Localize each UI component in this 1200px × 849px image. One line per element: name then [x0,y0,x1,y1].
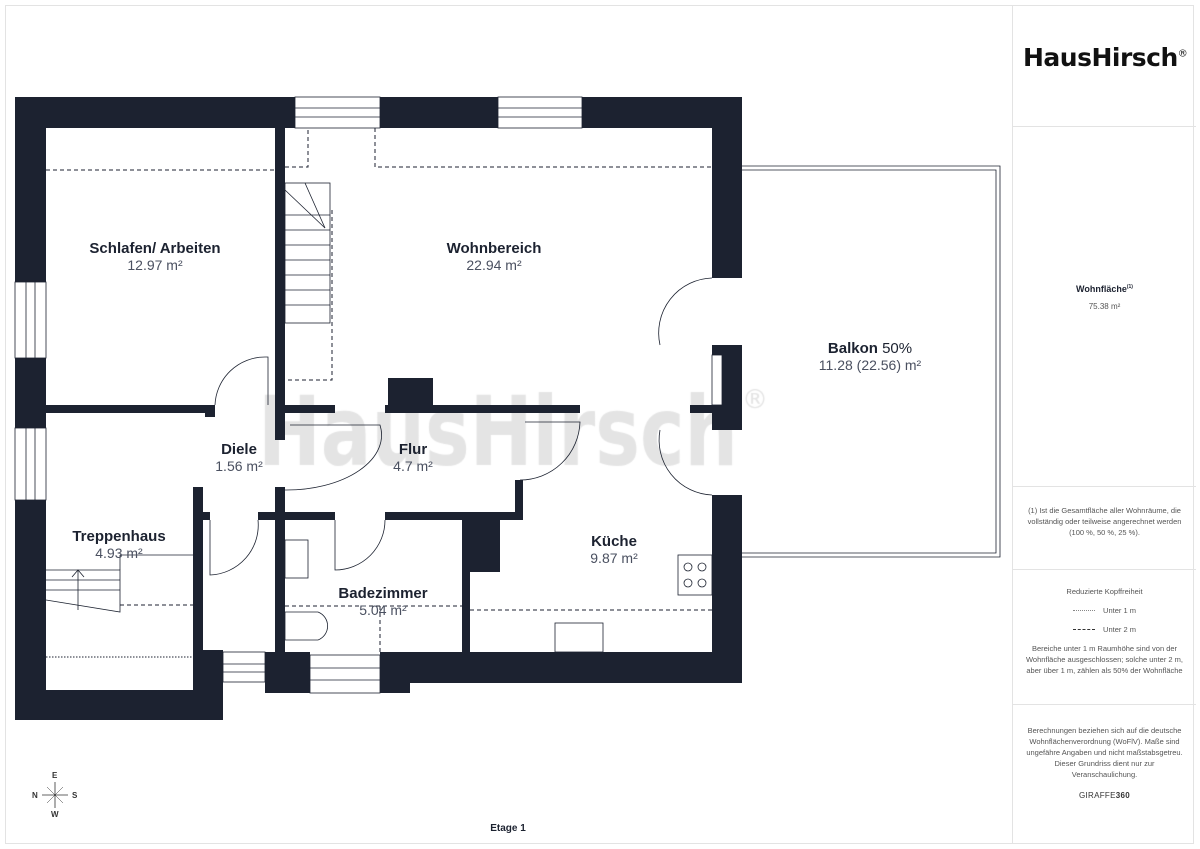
wall [193,487,203,657]
wall [385,405,580,413]
floor-label: Etage 1 [490,823,526,834]
info-panel: HausHirsch® Wohnfläche(1) 75.38 m² (1) I… [1012,5,1196,844]
wall-east [712,128,742,278]
walls [15,97,742,720]
room-label-balkon: Balkon 50%11.28 (22.56) m² [818,340,922,373]
wall [193,650,223,720]
wall [265,652,310,693]
living-area-value: 75.38 m² [1088,302,1121,311]
wall-south [410,652,742,683]
staircase-upper [284,182,331,324]
balcony-outline [742,165,1001,558]
legend-note: Bereiche unter 1 m Raumhöhe sind von der… [1025,644,1184,675]
legend-item-under-2m: Unter 2 m [1023,624,1186,635]
chimney [388,378,433,413]
height-lines-under-2m [46,128,712,652]
wall-south-west [15,690,223,720]
doors [209,277,713,576]
logo-section: HausHirsch® [1013,5,1196,127]
disclaimer-text: Berechnungen beziehen sich auf die deuts… [1026,726,1183,779]
wall [258,512,335,520]
wall [380,652,410,693]
fixtures [284,539,713,653]
wall [385,512,523,520]
wall-west [15,97,46,720]
legend-title: Reduzierte Kopffreiheit [1066,587,1143,596]
compass-n: N [32,791,38,800]
windows [14,96,723,694]
legend-section: Reduzierte Kopffreiheit Unter 1 m Unter … [1013,570,1196,705]
staircase-lower [45,554,193,613]
wall [193,512,210,520]
wall [46,405,215,413]
credit: GIRAFFE360 [1078,791,1131,800]
compass-w: W [51,810,59,819]
living-area-label: Wohnfläche(1) [1076,284,1133,294]
dashed-line-icon [1073,629,1096,630]
footnote-section: (1) Ist die Gesamtfläche aller Wohnräume… [1013,487,1196,570]
wall [275,487,285,655]
compass-s: S [72,791,78,800]
brand-logo: HausHirsch® [1023,43,1188,73]
summary-section: Wohnfläche(1) 75.38 m² [1013,127,1196,487]
wall [275,405,285,440]
wall [515,480,523,520]
disclaimer-section: Berechnungen beziehen sich auf die deuts… [1013,705,1196,844]
wall [462,512,470,654]
floor-plan [14,96,1001,808]
wall-east [712,495,742,683]
legend-item-under-1m: Unter 1 m [1023,605,1186,616]
compass-e: E [52,771,58,780]
wall [203,650,223,654]
compass-icon [42,782,68,808]
wall [275,128,285,413]
footnote-text: (1) Ist die Gesamtfläche aller Wohnräume… [1027,506,1182,537]
wall [275,405,335,413]
wall [462,520,500,572]
dotted-line-icon [1073,610,1096,611]
wall [205,405,215,417]
wall [690,405,742,413]
